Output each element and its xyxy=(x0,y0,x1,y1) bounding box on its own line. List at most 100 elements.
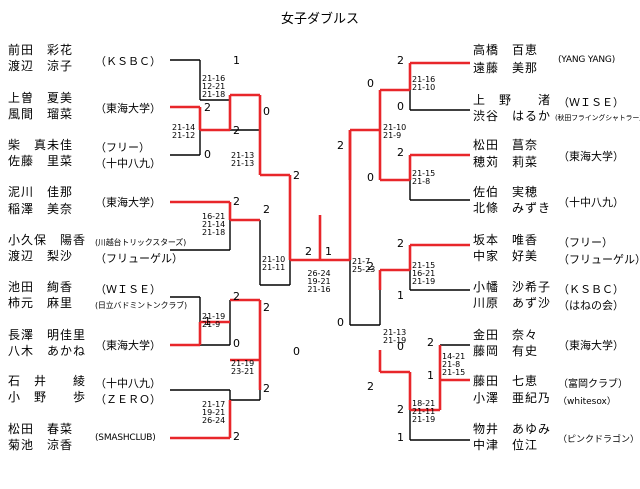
set-scores: 21-15 16-21 21-19 xyxy=(412,261,436,286)
right-pair-4-player-1: 佐伯 実穂 xyxy=(473,185,539,199)
left-pair-1-club: （ＫＳＢＣ） xyxy=(95,55,161,68)
left-pair-8-club-2: （ＺＥＲＯ） xyxy=(95,393,161,406)
score: 0 xyxy=(293,345,300,358)
right-pair-7-player-2: 藤岡 有史 xyxy=(473,344,539,358)
right-pair-7-player-1: 金田 奈々 xyxy=(473,328,539,342)
score: 2 xyxy=(397,54,404,67)
left-pair-7-player-1: 長澤 明佳里 xyxy=(8,328,87,342)
left-pair-2-player-2: 風間 瑠菜 xyxy=(8,107,74,121)
right-pair-3-club: （東海大学） xyxy=(558,150,624,163)
left-pair-9-club: (SMASHCLUB) xyxy=(95,433,156,443)
final-set-scores-right: 21-7 25-23 xyxy=(352,257,376,274)
set-scores: 21-14 21-12 xyxy=(172,123,196,140)
score: 0 xyxy=(337,316,344,329)
left-pair-7-player-2: 八木 あかね xyxy=(8,344,87,358)
right-pair-9-club: （ピンクドラゴン） xyxy=(558,435,640,445)
left-pair-5-club-1: (川越台トリックスターズ) xyxy=(95,238,187,247)
left-pair-5-player-1: 小久保 陽香 xyxy=(8,233,87,247)
score: 2 xyxy=(293,169,300,182)
score: 2 xyxy=(233,290,240,303)
score: 2 xyxy=(367,260,374,273)
right-pair-2-club-2: (秋田フライングシャトラーズ) xyxy=(555,114,640,122)
right-pair-2-player-2: 渋谷 はるか xyxy=(473,109,552,123)
score: 2 xyxy=(233,195,240,208)
score: 0 xyxy=(397,340,404,353)
right-pair-6-club-1: （ＫＳＢＣ） xyxy=(558,283,624,296)
right-pair-1-club: (YANG YANG) xyxy=(558,55,616,65)
winner-paths xyxy=(170,61,470,440)
score: 2 xyxy=(233,430,240,443)
left-pair-3-club-1: （フリー） xyxy=(95,141,150,154)
right-pair-8-player-2: 小澤 亜紀乃 xyxy=(473,391,552,405)
right-pair-8-club-1: （富岡クラブ） xyxy=(558,379,628,390)
set-scores: 21-19 23-21 xyxy=(231,359,255,376)
set-scores: 21-10 21-9 xyxy=(383,123,407,140)
left-pair-5-player-2: 渡辺 梨沙 xyxy=(8,249,74,263)
right-pair-6-player-1: 小幡 沙希子 xyxy=(473,280,552,294)
left-pair-5-club-2: （フリューゲル） xyxy=(95,252,183,265)
page-title: 女子ダブルス xyxy=(280,12,359,27)
right-pair-2-club-1: （ＷＩＳＥ） xyxy=(558,96,624,109)
score: 2 xyxy=(263,301,270,314)
score: 2 xyxy=(397,237,404,250)
right-pair-5-player-2: 中家 好美 xyxy=(473,249,539,263)
left-pair-2-player-1: 上曽 夏美 xyxy=(8,91,74,105)
left-pair-8-player-2: 小 野 歩 xyxy=(8,390,87,404)
score: 2 xyxy=(367,380,374,393)
score: 2 xyxy=(397,146,404,159)
right-pair-4-player-2: 北條 みずき xyxy=(473,201,552,215)
final-score-left: 2 xyxy=(305,245,312,258)
right-pair-9-player-2: 中津 位江 xyxy=(473,438,539,452)
right-pair-3-player-1: 松田 菖奈 xyxy=(473,138,539,152)
right-pair-5-club-2: （フリューゲル） xyxy=(558,253,640,266)
right-pair-1-player-1: 高橋 百恵 xyxy=(473,43,539,57)
set-scores: 21-13 21-13 xyxy=(231,151,255,168)
left-pair-8-club-1: （十中八九） xyxy=(95,377,161,390)
set-scores: 18-21 21-11 21-19 xyxy=(412,399,436,424)
score: 2 xyxy=(337,139,344,152)
score: 1 xyxy=(397,289,404,302)
set-scores: 21-17 19-21 26-24 xyxy=(202,400,226,425)
left-pair-3-player-2: 佐藤 里菜 xyxy=(8,154,74,168)
score: 0 xyxy=(204,148,211,161)
right-pair-8-club-2: （whitesox） xyxy=(558,397,616,407)
left-pair-1-player-2: 渡辺 涼子 xyxy=(8,59,74,73)
score: 1 xyxy=(397,431,404,444)
left-pair-3-player-1: 柴 真未佳 xyxy=(8,138,74,152)
left-pair-1-player-1: 前田 彩花 xyxy=(8,43,74,57)
left-pair-4-player-1: 泥川 佳那 xyxy=(8,185,74,199)
right-pair-9-player-1: 物井 あゆみ xyxy=(473,422,552,436)
left-pair-6-club-2: (日立バドミントンクラブ) xyxy=(95,301,187,310)
set-scores: 21-16 12-21 21-18 xyxy=(202,74,226,99)
final-set-scores-left: 26-24 19-21 21-16 xyxy=(307,269,331,294)
left-pair-7-club: （東海大学） xyxy=(95,339,161,352)
set-scores: 21-10 21-11 xyxy=(262,255,286,272)
left-pair-6-player-2: 柿元 麻里 xyxy=(8,296,74,310)
score: 0 xyxy=(397,100,404,113)
left-pair-6-player-1: 池田 絢香 xyxy=(8,280,74,294)
score: 2 xyxy=(233,124,240,137)
score: 0 xyxy=(367,171,374,184)
score: 2 xyxy=(397,403,404,416)
score: 1 xyxy=(427,369,434,382)
right-pair-6-club-2: （はねの会） xyxy=(558,299,624,312)
right-pair-3-player-2: 穂苅 莉菜 xyxy=(473,155,539,169)
set-scores: 14-21 21-8 21-15 xyxy=(442,352,466,377)
score: 2 xyxy=(427,336,434,349)
right-pair-4-club: （十中八九） xyxy=(558,196,624,209)
left-pair-9-player-1: 松田 春菜 xyxy=(8,422,74,436)
right-pair-6-player-2: 川原 あず沙 xyxy=(473,296,552,310)
set-scores: 16-21 21-14 21-18 xyxy=(202,212,226,237)
left-pair-4-player-2: 稲澤 美奈 xyxy=(8,202,74,216)
set-scores: 21-13 21-19 xyxy=(383,328,407,345)
right-pair-7-club: （東海大学） xyxy=(558,339,624,352)
final-score-right: 1 xyxy=(325,245,332,258)
left-pair-4-club: （東海大学） xyxy=(95,196,161,209)
right-pair-5-player-1: 坂本 唯香 xyxy=(473,233,539,247)
left-pair-2-club: （東海大学） xyxy=(95,102,161,115)
right-pair-1-player-2: 遠藤 美那 xyxy=(473,61,539,75)
left-pair-3-club-2: （十中八九） xyxy=(95,157,161,170)
score: 2 xyxy=(263,382,270,395)
